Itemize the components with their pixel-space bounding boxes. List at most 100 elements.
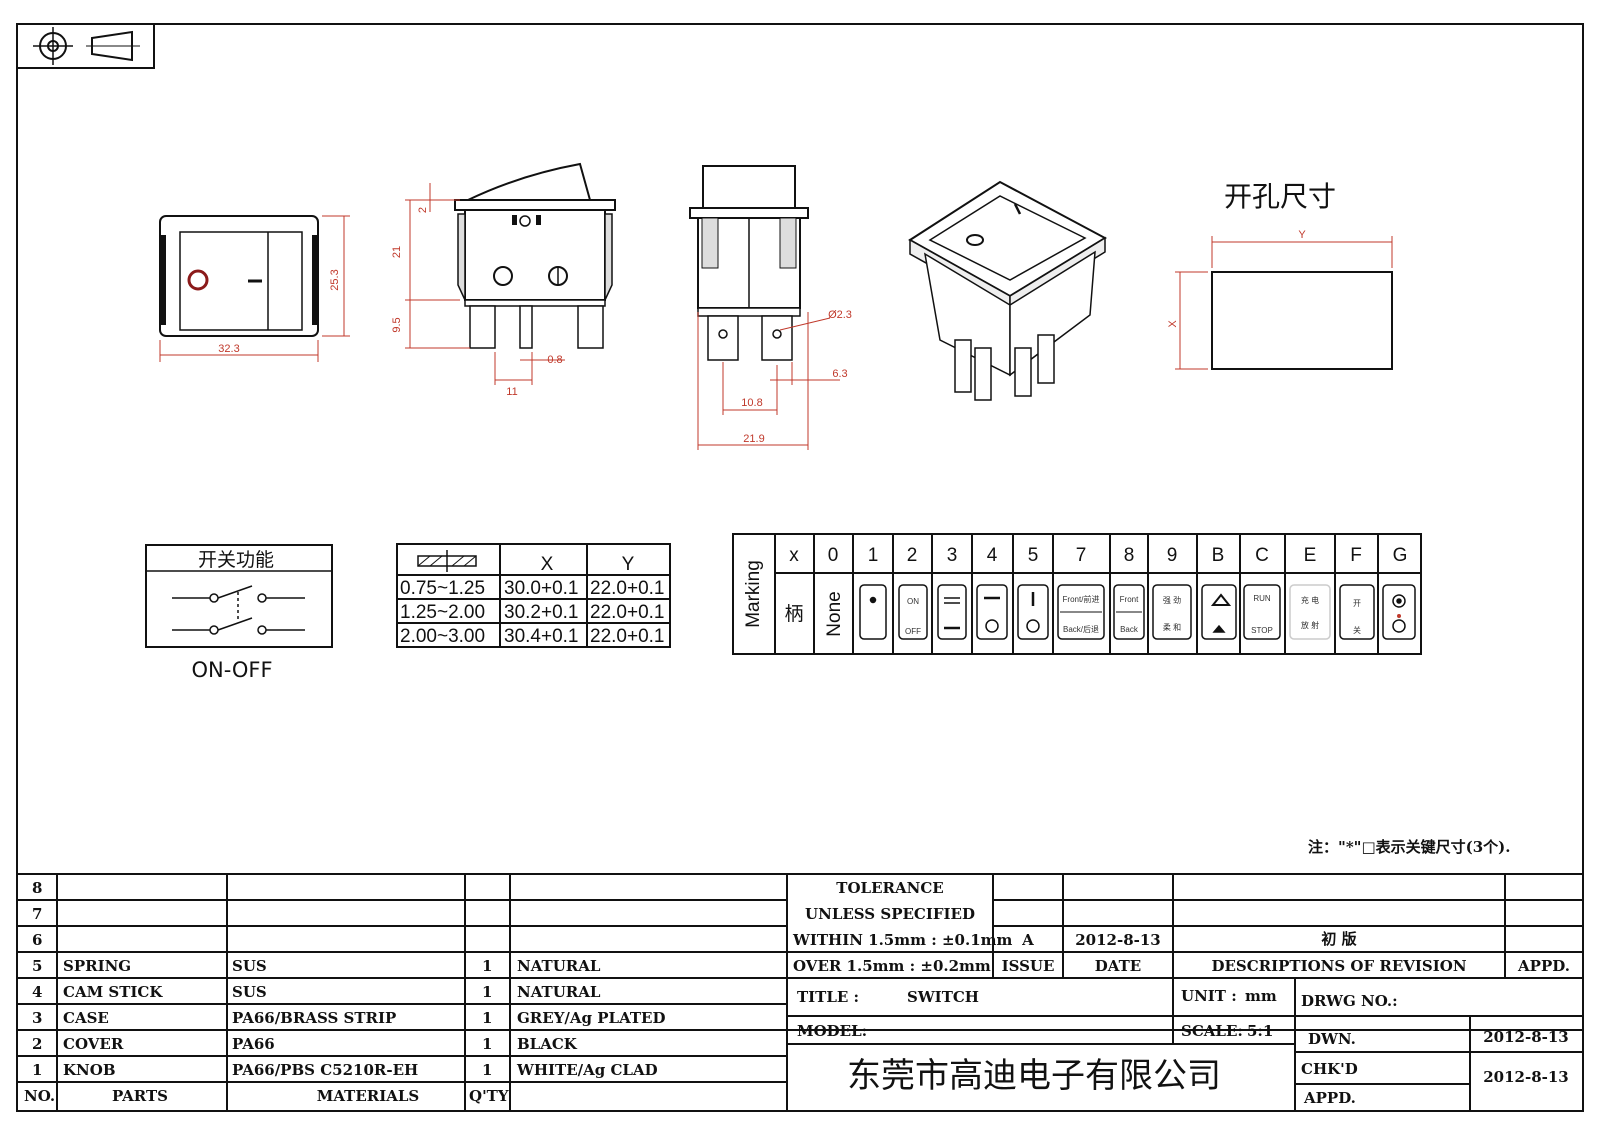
bom-finish: BLACK [517,1035,578,1053]
marking-row-label: 柄 [784,603,803,625]
revision-date: 2012-8-13 [1075,931,1161,949]
marking-symbols [859,584,1416,640]
bom-finish: GREY/Ag PLATED [517,1009,666,1027]
bom-row-number: 8 [32,879,42,897]
dim-9-5: 9.5 [391,317,403,332]
bom-qty: 1 [482,957,492,975]
tolerance-over: OVER 1.5mm : ±0.2mm [793,957,991,975]
descriptions-label: DESCRIPTIONS OF REVISION [1211,957,1466,975]
marking-code: B [1212,545,1225,566]
marking-code: G [1393,545,1408,566]
dwn-label: DWN. [1308,1030,1356,1048]
cutout-x-label: X [1167,320,1179,328]
bom-part: CASE [63,1009,109,1027]
chkd-label: CHK'D [1301,1060,1358,1078]
appd-signature-label: APPD. [1303,1089,1356,1107]
bom-qty: 1 [482,1035,492,1053]
bom-finish: NATURAL [517,957,601,975]
bom-row-number: 7 [32,905,42,923]
cutout-y-label: Y [1298,229,1306,241]
tolerance-subtitle: UNLESS SPECIFIED [805,905,975,923]
marking-code: 4 [987,545,998,566]
hole-table-cell: 0.75~1.25 [400,578,485,599]
switch-function-caption: ON-OFF [191,658,272,682]
symbol-stop: STOP [1251,626,1273,635]
bom-row-number: 6 [32,931,42,949]
marking-code: 3 [947,545,958,566]
hole-table-cell: 30.0+0.1 [504,578,579,599]
marking-table [732,533,1422,655]
date-label: DATE [1095,957,1141,975]
marking-code: 8 [1124,545,1135,566]
bom-material: PA66 [232,1035,275,1053]
marking-code: 9 [1167,545,1178,566]
unit-value: mm [1245,987,1277,1005]
issue-value: A [1021,931,1034,949]
symbol-soft: 柔 和 [1163,622,1181,632]
bom-no: 5 [32,957,42,975]
cutout-rectangle [1175,236,1393,370]
symbol-back-cn: Back/后退 [1063,624,1099,634]
hole-table-cell: 2.00~3.00 [400,626,485,647]
dim-2: 2 [417,207,429,213]
projection-symbol-icon [16,23,155,69]
switch-function-box [145,544,333,648]
scale-label: SCALE: [1181,1022,1243,1040]
end-view [689,165,840,450]
hole-table-header-x: X [541,554,554,575]
bom-material: PA66/PBS C5210R-EH [232,1061,418,1079]
switch-function-title: 开关功能 [198,549,274,571]
marking-code: C [1255,545,1269,566]
bom-material: SUS [232,983,267,1001]
drawing-border [16,23,1584,1112]
off-mark-icon [187,269,209,291]
dim-hole-dia: Ø2.3 [828,309,852,321]
bom-header-qty: Q'TY [469,1087,509,1105]
symbol-on: ON [907,597,919,606]
dim-10-8: 10.8 [741,397,762,409]
bom-qty: 1 [482,983,492,1001]
marking-label: Marking [743,560,764,628]
dim-width: 32.3 [218,343,239,355]
dwn-date: 2012-8-13 [1483,1028,1569,1046]
side-view [405,162,616,385]
hole-table-cell: 22.0+0.1 [590,578,665,599]
key-dimension-note: 注："*"□表示关键尺寸(3个). [1308,838,1511,856]
scale-value: 5:1 [1247,1022,1273,1040]
bom-part: KNOB [63,1061,116,1079]
tolerance-within: WITHIN 1.5mm : ±0.1mm [792,931,1013,949]
bom-material: SUS [232,957,267,975]
title-value: SWITCH [907,988,979,1006]
chkd-date: 2012-8-13 [1483,1068,1569,1086]
unit-label: UNIT : [1181,987,1237,1005]
model-label: MODEL: [797,1022,867,1040]
bom-no: 2 [32,1035,42,1053]
hole-table-header-y: Y [622,554,635,575]
hole-table-cell: 22.0+0.1 [590,602,665,623]
marking-code: E [1304,545,1317,566]
dim-0-8: 0.8 [547,354,562,366]
dim-11: 11 [506,386,517,398]
symbol-run: RUN [1253,594,1271,603]
bom-part: CAM STICK [63,983,163,1001]
marking-code: 7 [1076,545,1087,566]
issue-label: ISSUE [1002,957,1055,975]
marking-code: F [1350,545,1362,566]
symbol-charge: 充 电 [1301,595,1319,605]
marking-code: 0 [828,545,839,566]
hole-table-cell: 30.4+0.1 [504,626,579,647]
hole-table-cell: 22.0+0.1 [590,626,665,647]
isometric-view [908,180,1108,401]
bom-finish: NATURAL [517,983,601,1001]
symbol-front: Front [1120,595,1139,604]
cutout-title: 开孔尺寸 [1224,180,1336,213]
symbol-open: 开 [1353,599,1361,608]
marking-code: 2 [907,545,918,566]
bom-header-parts: PARTS [112,1087,168,1105]
drawing-number-label: DRWG NO.: [1301,992,1398,1010]
revision-description: 初 版 [1321,930,1356,948]
title-label: TITLE : [797,988,859,1006]
marking-code: 5 [1028,545,1039,566]
bom-no: 1 [32,1061,42,1079]
bom-header-materials: MATERIALS [317,1087,420,1105]
